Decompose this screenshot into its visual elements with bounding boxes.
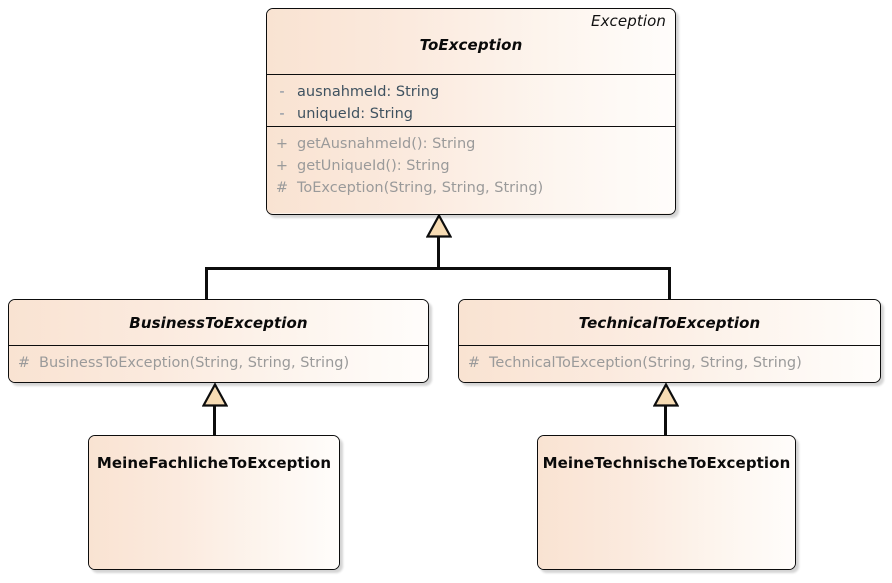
generalization-stem-root (437, 234, 440, 269)
class-header-technical-to-exception: TechnicalToException (459, 300, 880, 346)
operation-row: + getUniqueId(): String (267, 155, 675, 177)
operation-visibility: # (275, 180, 289, 196)
generalization-stem-business (213, 403, 216, 436)
operation-label: getAusnahmeId(): String (297, 136, 476, 152)
generalization-bar-root (205, 267, 671, 270)
operation-label: BusinessToException(String, String, Stri… (39, 355, 350, 371)
generalization-stem-technical (664, 403, 667, 436)
operation-visibility: # (17, 355, 31, 371)
generalization-arrowhead-business (202, 383, 228, 407)
operation-row: # TechnicalToException(String, String, S… (459, 352, 880, 374)
operation-label: TechnicalToException(String, String, Str… (489, 355, 802, 371)
class-name-meine-fachliche-to-exception: MeineFachlicheToException (96, 454, 332, 472)
class-header-to-exception: Exception ToException (267, 9, 675, 75)
operation-visibility: + (275, 158, 289, 174)
class-name-to-exception: ToException (419, 36, 523, 54)
class-operations-technical-to-exception: # TechnicalToException(String, String, S… (459, 346, 880, 382)
class-box-business-to-exception[interactable]: BusinessToException # BusinessToExceptio… (8, 299, 429, 383)
attribute-label: ausnahmeId: String (297, 84, 440, 100)
generalization-drop-business (205, 267, 208, 300)
generalization-drop-technical (668, 267, 671, 300)
class-operations-to-exception: + getAusnahmeId(): String + getUniqueId(… (267, 127, 675, 213)
class-name-meine-technische-to-exception: MeineTechnischeToException (542, 454, 791, 472)
operation-row: + getAusnahmeId(): String (267, 133, 675, 155)
class-box-to-exception[interactable]: Exception ToException - ausnahmeId: Stri… (266, 8, 676, 215)
class-header-business-to-exception: BusinessToException (9, 300, 428, 346)
attribute-visibility: - (279, 106, 285, 122)
attribute-row: - ausnahmeId: String (267, 81, 675, 103)
generalization-arrowhead-root (426, 214, 452, 238)
class-stereotype-to-exception: Exception (591, 12, 666, 30)
operation-label: getUniqueId(): String (297, 158, 450, 174)
attribute-row: - uniqueId: String (267, 103, 675, 125)
class-name-technical-to-exception: TechnicalToException (578, 314, 761, 332)
class-operations-business-to-exception: # BusinessToException(String, String, St… (9, 346, 428, 382)
operation-visibility: # (467, 355, 481, 371)
operation-visibility: + (275, 136, 289, 152)
operation-row: # BusinessToException(String, String, St… (9, 352, 428, 374)
class-box-meine-fachliche-to-exception[interactable]: MeineFachlicheToException (88, 435, 340, 570)
generalization-arrowhead-technical (653, 383, 679, 407)
class-header-meine-fachliche-to-exception: MeineFachlicheToException (89, 436, 339, 569)
class-header-meine-technische-to-exception: MeineTechnischeToException (538, 436, 795, 569)
attribute-label: uniqueId: String (297, 106, 413, 122)
attribute-visibility: - (279, 84, 285, 100)
operation-label: ToException(String, String, String) (297, 180, 544, 196)
class-name-business-to-exception: BusinessToException (129, 314, 308, 332)
class-box-meine-technische-to-exception[interactable]: MeineTechnischeToException (537, 435, 796, 570)
class-box-technical-to-exception[interactable]: TechnicalToException # TechnicalToExcept… (458, 299, 881, 383)
class-attributes-to-exception: - ausnahmeId: String - uniqueId: String (267, 75, 675, 127)
operation-row: # ToException(String, String, String) (267, 177, 675, 199)
